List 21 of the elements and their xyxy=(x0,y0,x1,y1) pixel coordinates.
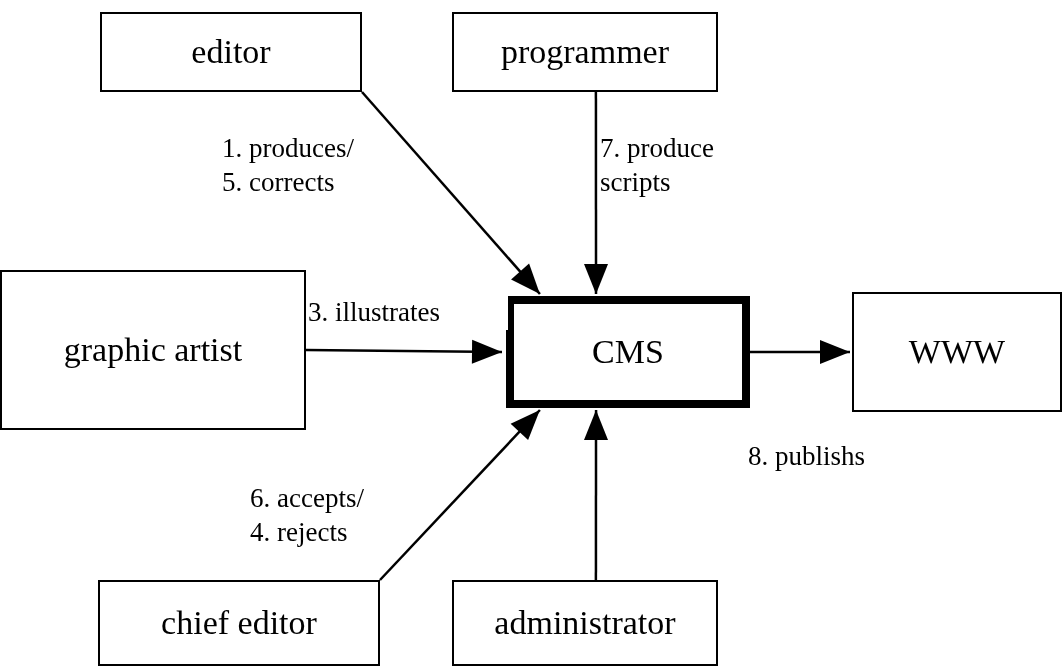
node-label: administrator xyxy=(494,602,676,643)
role-box xyxy=(98,580,380,666)
arrow xyxy=(379,409,541,581)
node-label: WWW xyxy=(908,331,1006,372)
node-label: graphic artist xyxy=(63,329,243,370)
arrow xyxy=(306,339,502,364)
node-label: CMS xyxy=(592,331,664,372)
node-label: programmer xyxy=(500,31,669,72)
arrow xyxy=(750,340,850,364)
arrow xyxy=(361,91,541,295)
role-box xyxy=(452,12,718,92)
edge-label: 3. illustrates xyxy=(308,296,508,330)
arrow xyxy=(584,410,608,580)
system-box xyxy=(506,296,750,408)
role-box xyxy=(0,270,306,430)
role-box xyxy=(852,292,1062,412)
arrow xyxy=(584,92,608,294)
node-label: editor xyxy=(191,31,271,72)
role-box xyxy=(452,580,718,666)
node-label: chief editor xyxy=(161,602,317,643)
role-box xyxy=(100,12,362,92)
